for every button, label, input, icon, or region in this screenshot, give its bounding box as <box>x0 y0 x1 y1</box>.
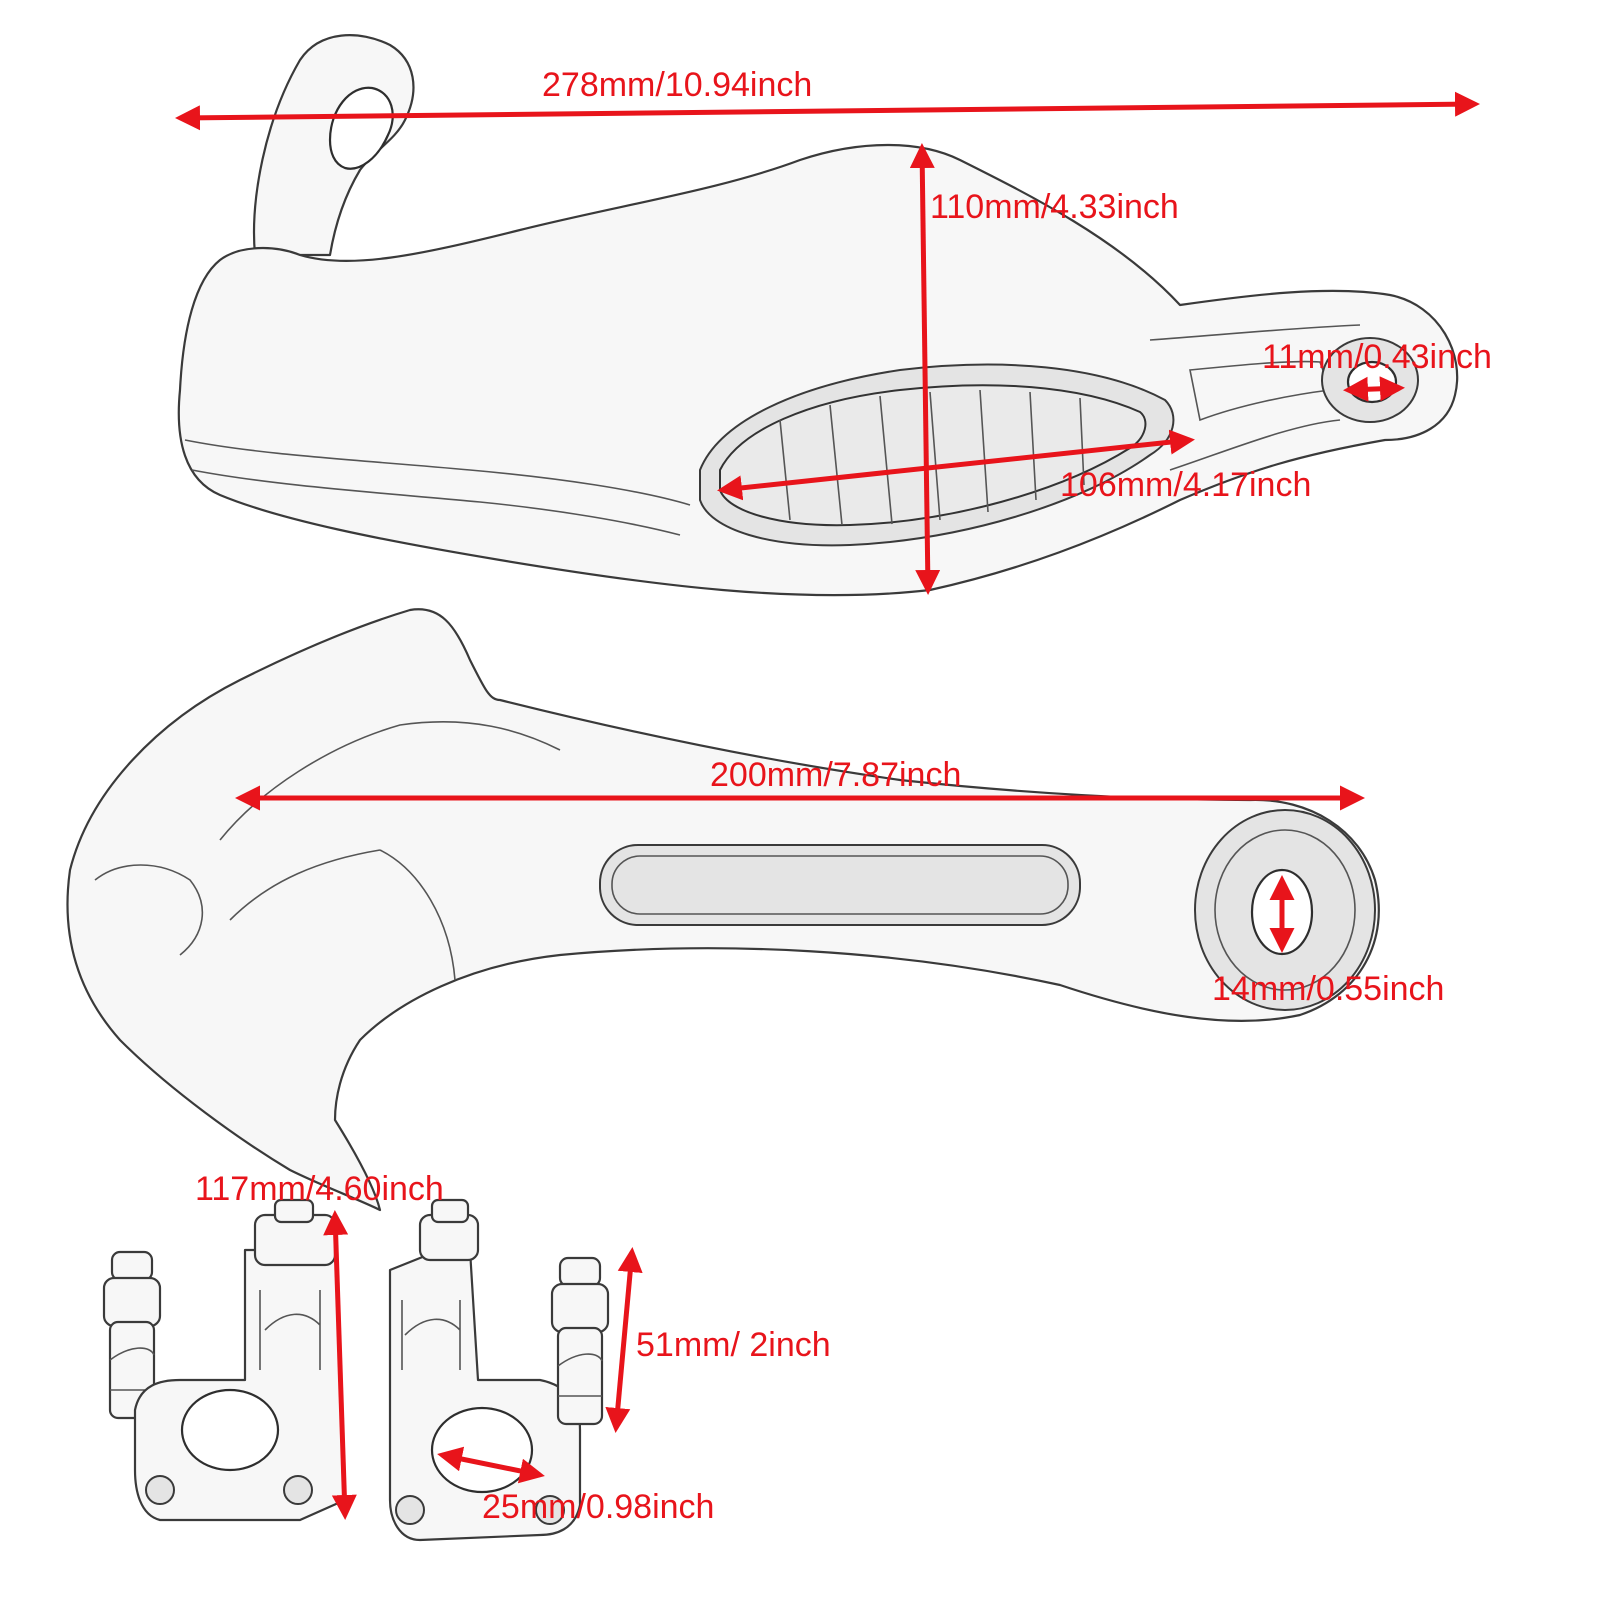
label-clamp-diameter: 25mm/0.98inch <box>482 1488 714 1526</box>
dim-line-clamp-diameter <box>437 1446 545 1484</box>
clamp-right-screw-a <box>395 1495 425 1525</box>
upper-guard-arm-edge <box>1149 324 1361 341</box>
clamp-left-cap <box>273 1198 315 1224</box>
clamp-left-screw-a <box>145 1475 175 1505</box>
clamp-right-cap <box>430 1198 470 1224</box>
clamp-left-screw-b <box>283 1475 313 1505</box>
upper-guard-rim <box>184 439 691 506</box>
label-mount-hole-upper: 11mm/0.43inch <box>1262 338 1492 376</box>
clamp-left-groove <box>259 1290 321 1370</box>
label-mount-hole-lower: 14mm/0.55inch <box>1212 970 1444 1008</box>
dimension-lines <box>175 91 1480 1520</box>
dim-line-bolt-length <box>605 1247 643 1433</box>
clamp-left <box>133 1198 347 1522</box>
clamp-left-bore <box>180 1388 280 1472</box>
dim-line-light-length <box>717 429 1195 501</box>
clamp-right-screw-b <box>535 1495 565 1525</box>
lower-bar-end-eye-ring <box>1214 829 1356 991</box>
dimension-labels: 278mm/10.94inch 110mm/4.33inch 11mm/0.43… <box>195 66 1492 1526</box>
label-guard-height: 110mm/4.33inch <box>930 188 1179 226</box>
clamp-right-groove <box>401 1300 461 1370</box>
upper-guard-rim-inner <box>191 469 681 536</box>
label-bar-length: 200mm/7.87inch <box>710 756 961 794</box>
dim-line-clamp-height <box>323 1210 357 1520</box>
lower-bar-slot <box>599 844 1081 926</box>
lower-bar-rib-left <box>94 864 204 956</box>
label-bolt-length: 51mm/ 2inch <box>636 1326 831 1364</box>
label-overall-width: 278mm/10.94inch <box>542 66 812 104</box>
dim-line-overall-width <box>175 91 1480 131</box>
dim-line-guard-height <box>909 143 941 595</box>
upper-handguard <box>177 34 1459 597</box>
lower-bar-rib-chevron <box>229 849 456 981</box>
dim-line-mount-hole-upper <box>1343 376 1405 402</box>
clamp-left-body <box>133 1248 347 1522</box>
clamp-right-bore <box>430 1406 534 1494</box>
lower-bar <box>66 608 1380 1212</box>
bolt-right <box>550 1256 610 1426</box>
label-clamp-height: 117mm/4.60inch <box>195 1170 444 1208</box>
lower-bar-slot-inner <box>611 855 1069 915</box>
label-light-length: 106mm/4.17inch <box>1060 466 1311 504</box>
